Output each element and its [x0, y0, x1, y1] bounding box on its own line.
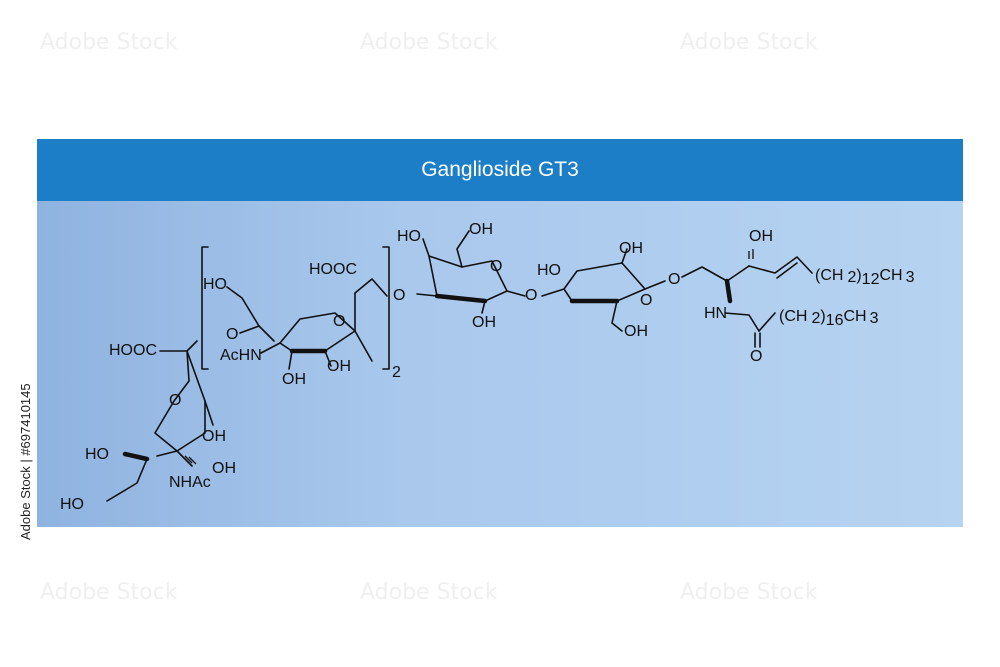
bond	[456, 230, 470, 268]
repeat-bracket-right	[382, 246, 390, 370]
bond	[611, 300, 623, 332]
label-hooc: HOOC	[309, 261, 357, 278]
label-hn: HN	[704, 305, 727, 322]
bond	[204, 400, 214, 426]
bond	[176, 450, 193, 467]
label-oh: OH	[202, 428, 226, 445]
hash-bond	[188, 456, 197, 465]
label-ring-o: O	[640, 292, 652, 309]
bond	[726, 265, 750, 282]
label-ho: HO	[203, 276, 227, 293]
label-ho: HO	[397, 228, 421, 245]
structure-panel: 2 HO O AcHN O OH OH HOOC O HOOC O OH HO …	[37, 201, 963, 527]
label-hooc: HOOC	[109, 342, 157, 359]
watermark-text: Adobe Stock	[360, 580, 498, 605]
label-ring-o: O	[333, 313, 345, 330]
bond	[106, 458, 148, 502]
ring-bond-bold	[434, 293, 488, 304]
label-o: O	[393, 287, 405, 304]
label-ring-o: O	[490, 258, 502, 275]
label-oh: OH	[624, 323, 648, 340]
bond	[354, 278, 388, 297]
watermark-text: Adobe Stock	[680, 30, 818, 55]
label-oh: OH	[749, 228, 773, 245]
label-o: O	[525, 287, 537, 304]
label-ho: HO	[537, 262, 561, 279]
stock-id-label: Adobe Stock | #697410145	[18, 383, 33, 540]
wedge-bond	[724, 278, 733, 304]
label-ring-o: O	[169, 392, 181, 409]
label-o: O	[668, 271, 680, 288]
ganglioside-structure: 2 HO O AcHN O OH OH HOOC O HOOC O OH HO …	[60, 221, 915, 513]
bond	[681, 266, 728, 282]
bond	[481, 300, 486, 314]
bond	[758, 312, 776, 332]
wedge-bond	[122, 451, 150, 462]
bond	[541, 288, 565, 297]
label-oh: OH	[327, 358, 351, 375]
label-o: O	[750, 348, 762, 365]
ring-bond	[563, 262, 646, 302]
bond	[239, 325, 275, 342]
title-banner: Ganglioside GT3	[37, 139, 963, 201]
bond	[416, 293, 438, 297]
bond	[422, 238, 430, 257]
watermark-text: Adobe Stock	[680, 580, 818, 605]
watermark-text: Adobe Stock	[40, 30, 178, 55]
ring-bond	[154, 350, 206, 452]
bond	[506, 290, 526, 297]
label-ho: HO	[60, 496, 84, 513]
hash-bond	[184, 455, 193, 464]
bond	[156, 450, 178, 457]
label-oh: OH	[212, 460, 236, 477]
watermark-text: Adobe Stock	[40, 580, 178, 605]
bond	[226, 286, 260, 327]
bond	[748, 256, 813, 274]
bond	[621, 248, 628, 264]
repeat-count: 2	[392, 364, 401, 381]
watermark-text: Adobe Stock	[360, 30, 498, 55]
bond	[644, 280, 666, 290]
bond	[724, 312, 760, 332]
label-ho: HO	[85, 446, 109, 463]
repeat-bracket-left	[201, 246, 209, 370]
diagram-title: Ganglioside GT3	[421, 158, 579, 181]
double-bond	[776, 262, 798, 279]
label-achn: AcHN	[220, 347, 262, 364]
label-nhac: NHAc	[169, 474, 211, 491]
bond	[324, 350, 332, 367]
label-o: O	[226, 326, 238, 343]
label-oh: OH	[619, 240, 643, 257]
bond	[260, 342, 281, 354]
label-oh: OH	[282, 371, 306, 388]
bond	[159, 340, 198, 352]
bond	[354, 330, 373, 362]
label-oh: OH	[472, 314, 496, 331]
label-oh: OH	[469, 221, 493, 238]
bond	[288, 350, 293, 370]
